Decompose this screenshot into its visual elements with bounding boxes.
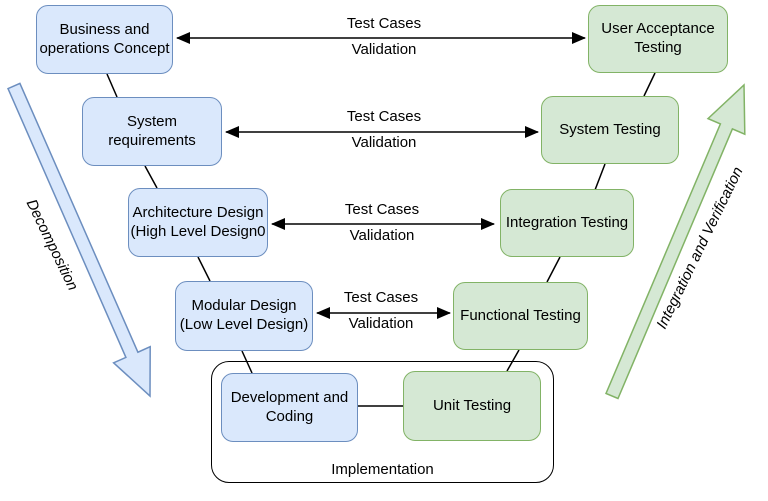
test-cases-label: Test Cases: [346, 15, 422, 32]
connector-line: [144, 165, 158, 189]
validation-label: Validation: [349, 227, 415, 244]
connector-line: [594, 163, 606, 191]
connector-line: [506, 349, 520, 372]
box-integration-testing: Integration Testing: [500, 189, 634, 257]
validation-label: Validation: [351, 41, 417, 58]
connector-line: [643, 72, 656, 97]
box-development-coding: Development and Coding: [221, 373, 358, 442]
integration-verification-arrow: [605, 83, 746, 400]
box-unit-testing: Unit Testing: [403, 371, 541, 441]
decomposition-arrow: [7, 82, 151, 398]
box-modular-design: Modular Design (Low Level Design): [175, 281, 313, 351]
connector-line: [241, 350, 253, 374]
validation-label: Validation: [348, 315, 414, 332]
test-cases-label: Test Cases: [344, 201, 420, 218]
box-system-requirements: System requirements: [82, 97, 222, 166]
test-cases-label: Test Cases: [346, 108, 422, 125]
box-functional-testing: Functional Testing: [453, 282, 588, 350]
box-system-testing: System Testing: [541, 96, 679, 164]
validation-label: Validation: [351, 134, 417, 151]
connector-line: [546, 256, 561, 283]
box-user-acceptance-testing: User Acceptance Testing: [588, 5, 728, 73]
connector-line: [197, 256, 211, 282]
connector-line: [106, 73, 118, 98]
box-business-operations-concept: Business and operations Concept: [36, 5, 173, 74]
box-architecture-design: Architecture Design (High Level Design0: [128, 188, 268, 257]
test-cases-label: Test Cases: [343, 289, 419, 306]
implementation-label: Implementation: [331, 461, 434, 478]
